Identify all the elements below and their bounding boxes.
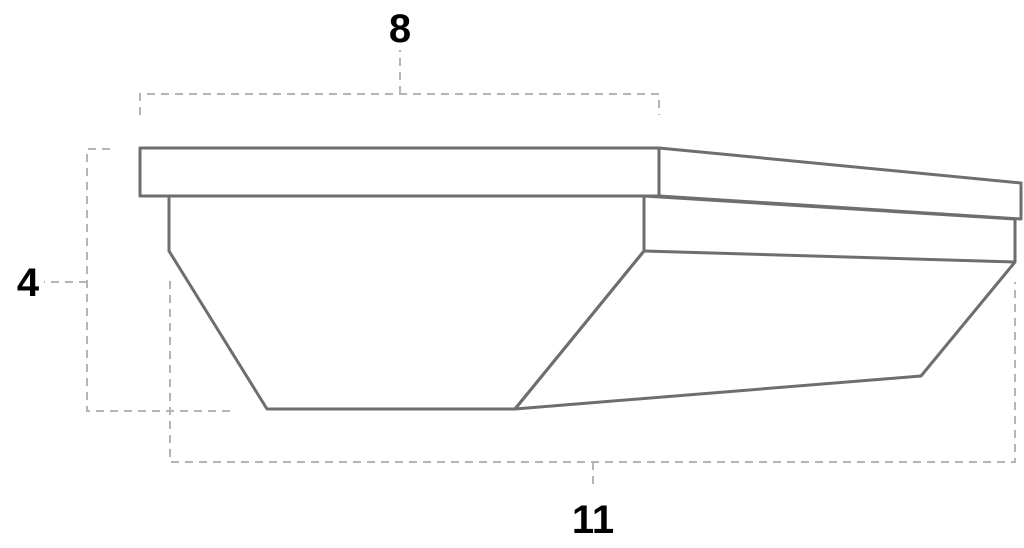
height-label: 4 [17,261,40,305]
box-outline [138,146,1023,411]
top-width-bracket [139,93,660,115]
side-face [513,194,1017,411]
height-dimension: 4 [17,148,235,412]
length-label: 11 [572,498,614,542]
front-face [167,194,646,411]
side-band-line [643,249,1016,264]
length-bracket [169,281,1016,463]
length-dimension: 11 [169,281,1016,542]
front-rim [138,146,661,198]
side-rim [657,146,1023,221]
top-width-label: 8 [389,7,411,51]
top-width-dimension: 8 [139,7,660,115]
height-bracket [86,148,235,412]
